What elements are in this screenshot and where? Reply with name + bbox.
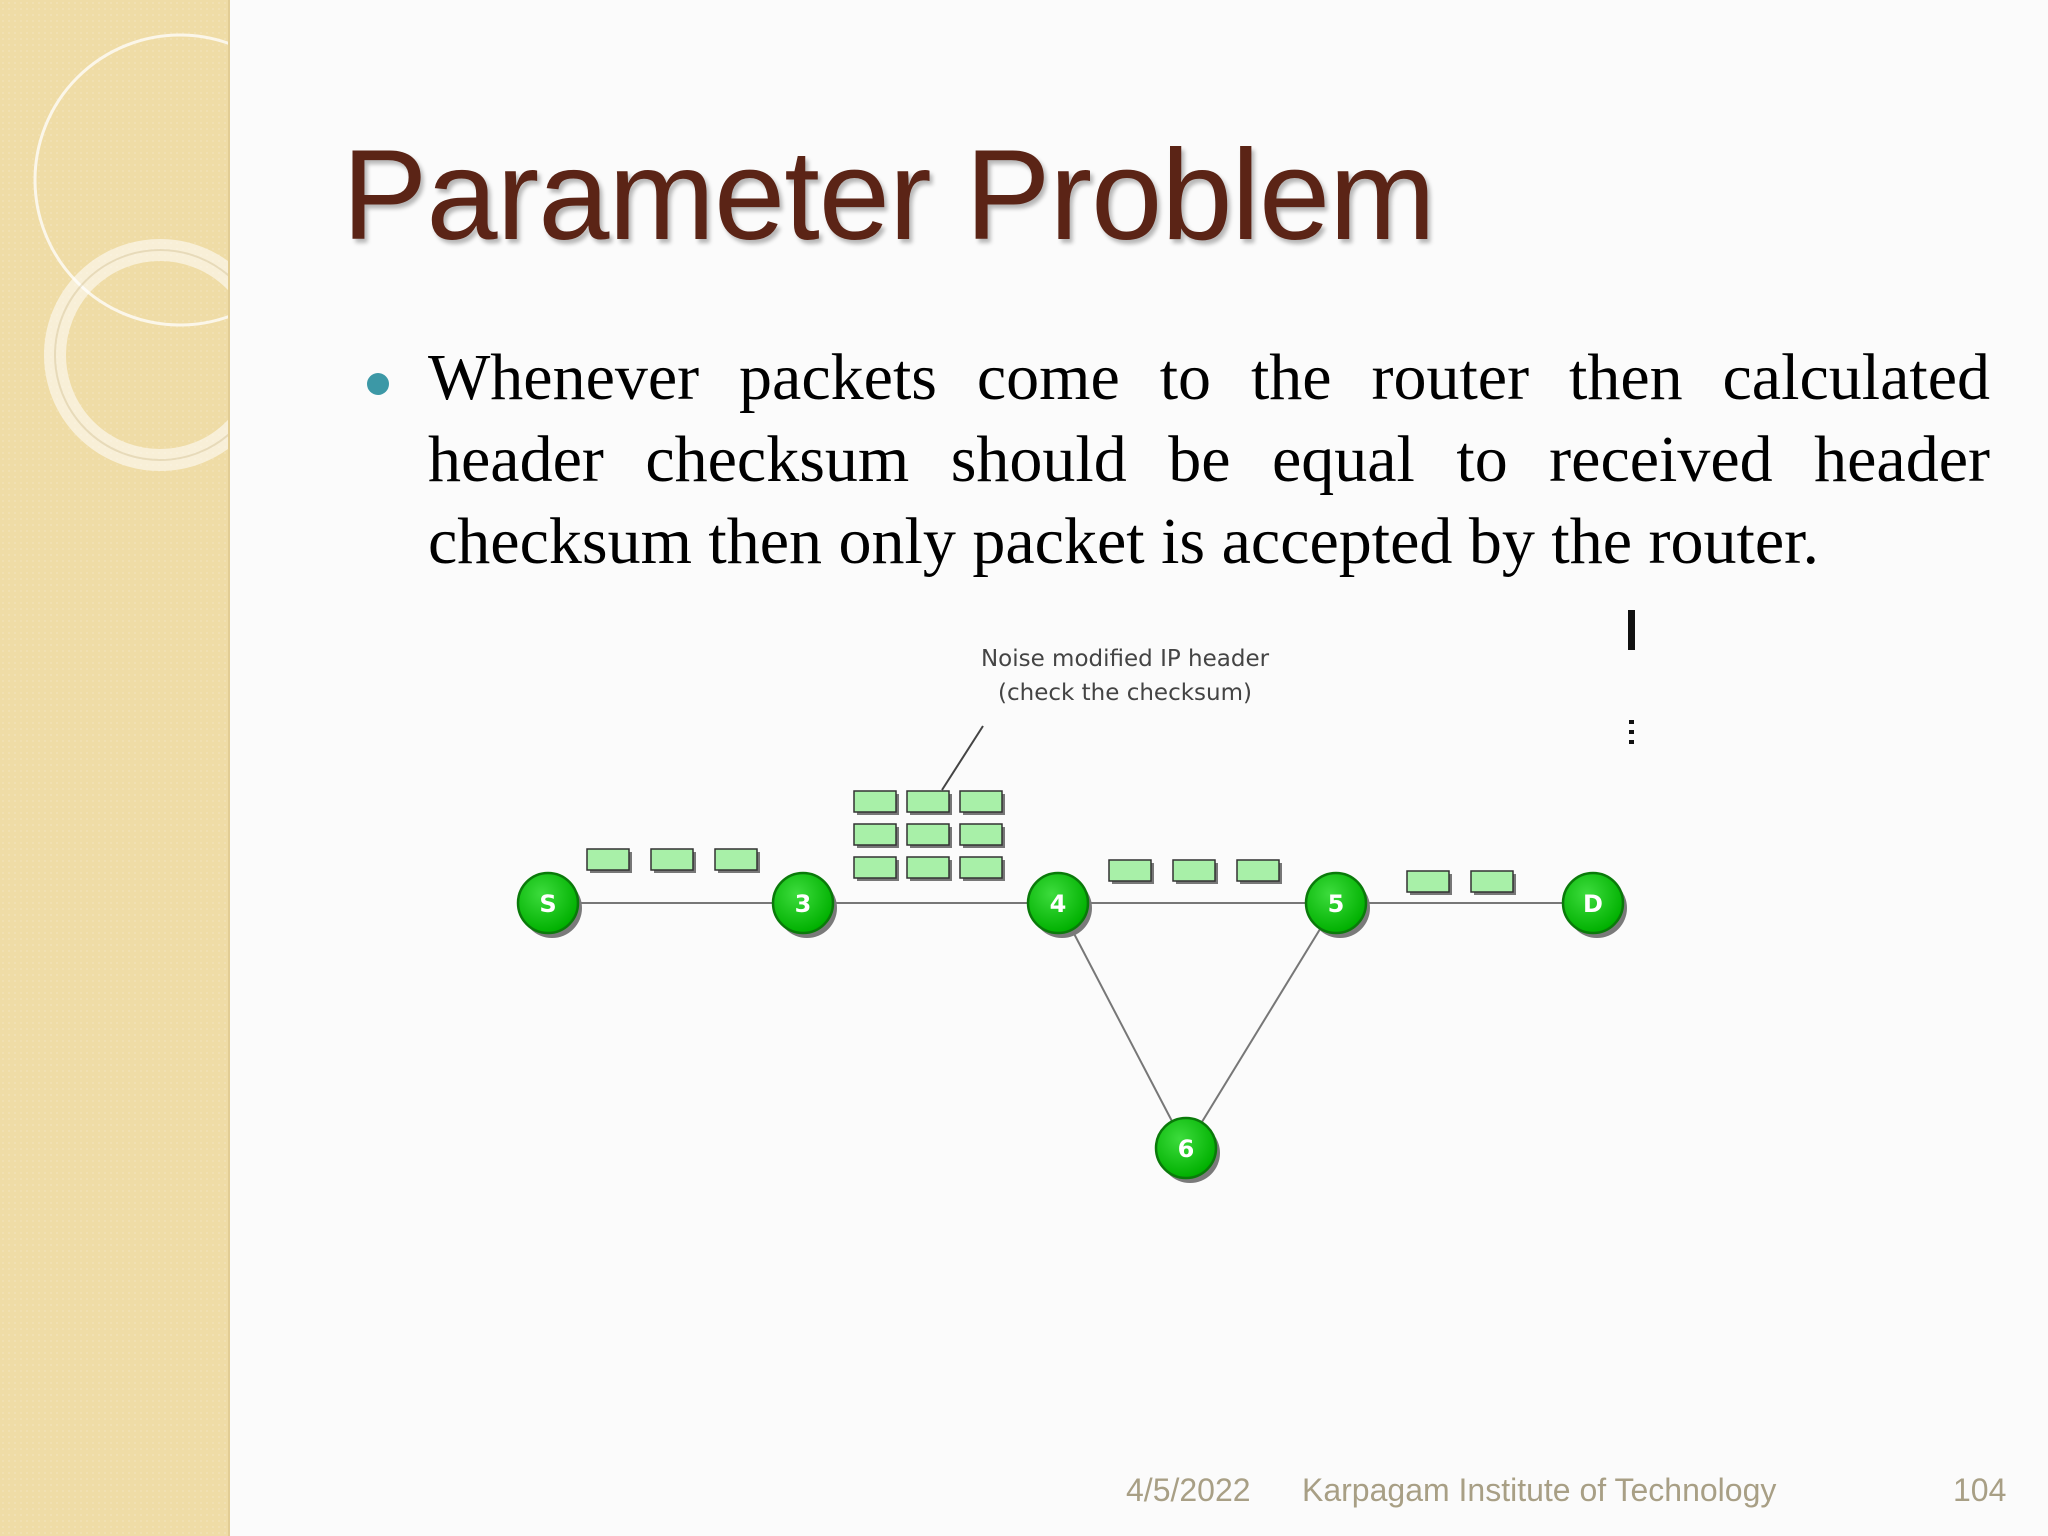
edge-mark-dot [1629, 740, 1634, 744]
decorative-circles [0, 0, 228, 520]
annotation-line-1: Noise modified IP header [981, 646, 1270, 672]
packet-5-D [1407, 871, 1449, 892]
bullet-icon [367, 373, 389, 395]
node-3-label: 3 [795, 890, 812, 918]
packet-S-3 [587, 849, 629, 870]
packet-3-4 [907, 857, 949, 878]
packet-4-5 [1237, 860, 1279, 881]
node-S-label: S [539, 890, 556, 918]
link-4-6 [1058, 903, 1186, 1148]
footer-organization: Karpagam Institute of Technology [1302, 1472, 1776, 1509]
link-6-5 [1186, 903, 1336, 1148]
packet-3-4 [854, 791, 896, 812]
decorative-side-band [0, 0, 230, 1536]
packet-3-4 [907, 791, 949, 812]
annotation-pointer [942, 726, 983, 790]
annotation-line-2: (check the checksum) [998, 680, 1252, 706]
packet-3-4 [960, 791, 1002, 812]
links-group [548, 903, 1593, 1148]
edge-mark-bar [1628, 610, 1635, 650]
slide-title: Parameter Problem [342, 122, 1435, 269]
network-diagram: Noise modified IP header (check the chec… [480, 610, 1680, 1250]
nodes-group: S 3 4 5 D 6 [518, 873, 1627, 1183]
packet-4-5 [1109, 860, 1151, 881]
packet-S-3 [715, 849, 757, 870]
bullet-text: Whenever packets come to the router then… [428, 337, 1990, 583]
packet-4-5 [1173, 860, 1215, 881]
packet-S-3 [651, 849, 693, 870]
footer-date: 4/5/2022 [1126, 1472, 1251, 1509]
packet-3-4 [907, 824, 949, 845]
packet-3-4 [960, 857, 1002, 878]
packet-3-4 [854, 857, 896, 878]
packet-3-4 [960, 824, 1002, 845]
footer-page-number: 104 [1953, 1472, 2006, 1509]
edge-mark-dot [1629, 730, 1634, 734]
packet-5-D [1471, 871, 1513, 892]
packet-3-4 [854, 824, 896, 845]
node-6-label: 6 [1178, 1135, 1195, 1163]
node-5-label: 5 [1328, 890, 1345, 918]
node-4-label: 4 [1050, 890, 1067, 918]
node-D-label: D [1583, 890, 1603, 918]
edge-mark-dot [1629, 720, 1634, 724]
